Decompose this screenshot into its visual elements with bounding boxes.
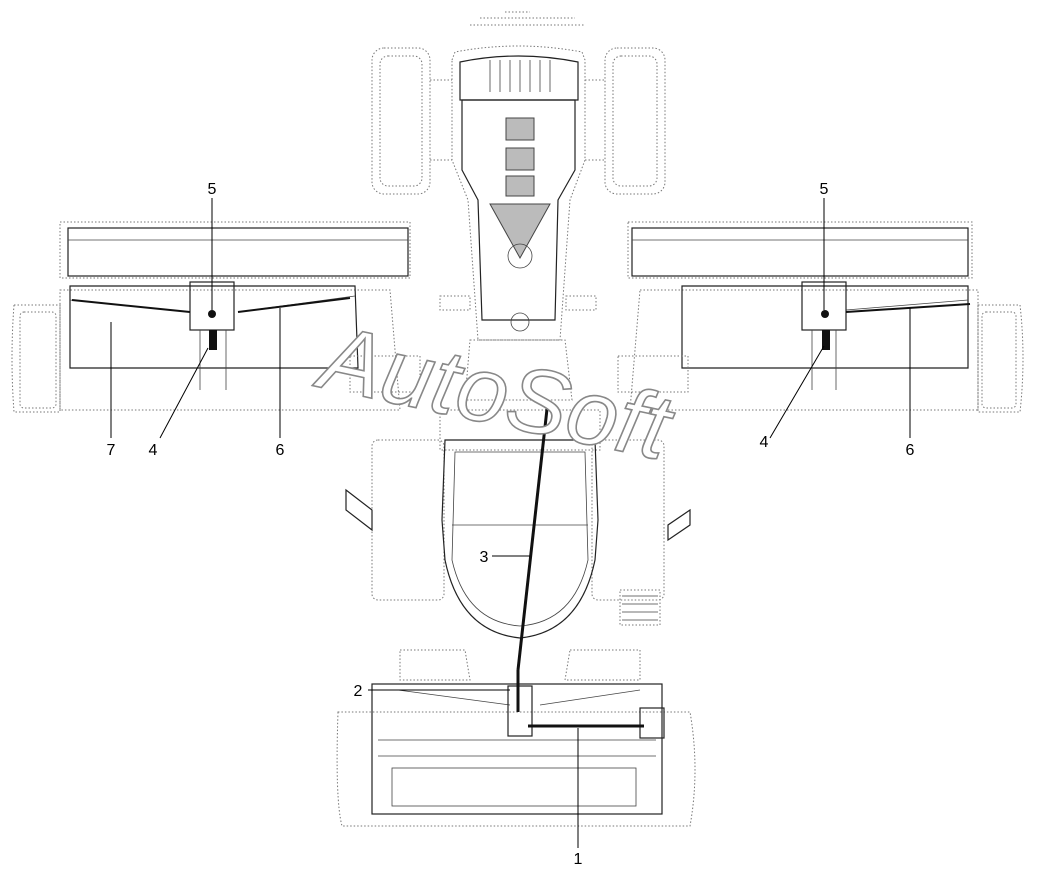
right-wing-mower	[617, 221, 1024, 413]
leader-lines	[110, 198, 911, 848]
cable-7	[71, 299, 191, 313]
callout-5-right: 5	[820, 181, 829, 198]
front-left-wheel	[371, 47, 431, 195]
callout-4-right: 4	[760, 434, 769, 451]
callout-3: 3	[480, 549, 489, 566]
callout-2: 2	[354, 683, 363, 700]
watermark-text: AutoSoft	[308, 305, 683, 480]
callout-6-left: 6	[276, 442, 285, 459]
cable-6-left	[237, 297, 351, 313]
cable-3	[516, 399, 550, 712]
cable-6-right	[845, 303, 971, 313]
front-right-wheel	[604, 47, 666, 195]
rear-mower-deck	[336, 649, 696, 827]
callout-1: 1	[574, 851, 583, 868]
callout-6-right: 6	[906, 442, 915, 459]
callout-4-left: 4	[149, 442, 158, 459]
clamp-4-right	[822, 330, 830, 350]
callout-7: 7	[107, 442, 116, 459]
tractor-hood	[439, 45, 597, 341]
front-axle	[430, 11, 605, 161]
clamp-4-left	[209, 330, 217, 350]
callout-5-left: 5	[208, 181, 217, 198]
pivot-5-left	[208, 310, 216, 318]
pivot-5-right	[821, 310, 829, 318]
tractor-rear-body	[345, 339, 691, 639]
